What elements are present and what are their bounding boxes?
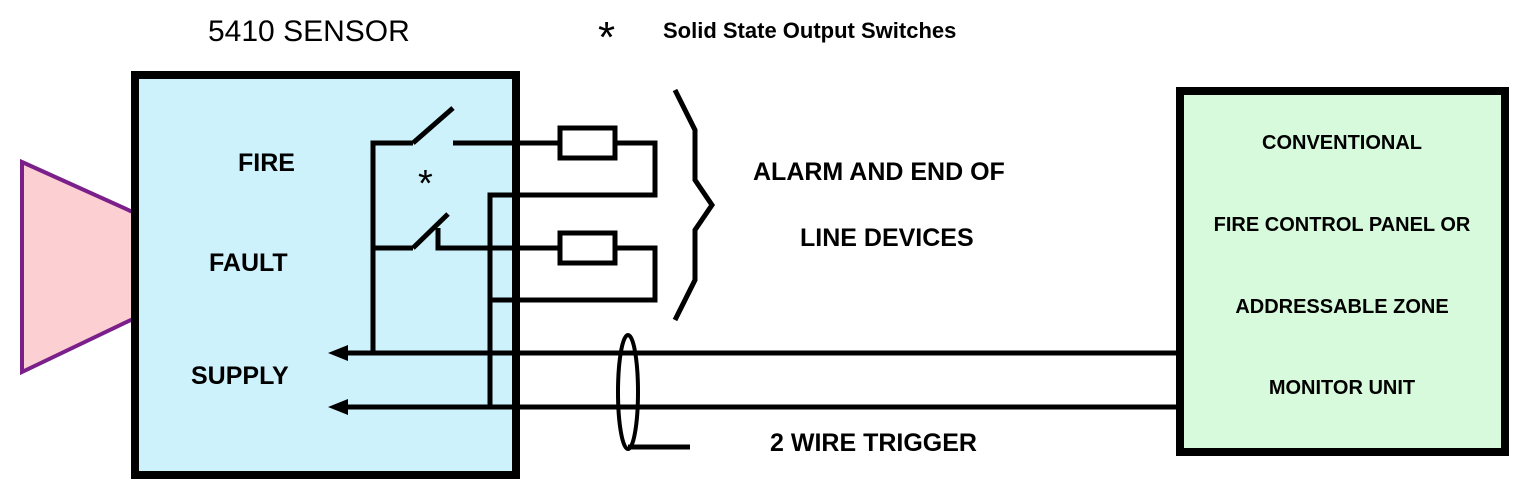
fire-switch-contact [411,106,455,145]
supply-arrow-bottom-icon [328,399,348,415]
panel-line-4: MONITOR UNIT [1269,377,1415,399]
alarm-devices-line-2: LINE DEVICES [800,224,974,252]
legend-asterisk: * [598,13,615,62]
fire-label: FIRE [238,149,295,177]
fire-control-panel-box [1176,87,1509,456]
legend-text: Solid State Output Switches [663,18,956,43]
panel-line-1: CONVENTIONAL [1262,132,1422,154]
alarm-devices-brace [672,88,716,322]
horn-sounder-icon [20,158,137,376]
diagram-title: 5410 SENSOR [208,15,410,48]
fault-switch-contact [411,212,450,250]
trigger-label: 2 WIRE TRIGGER [770,429,977,457]
panel-line-2: FIRE CONTROL PANEL OR [1214,214,1471,236]
fault-output-wire [435,228,558,251]
supply-label: SUPPLY [191,362,289,390]
sensor-box [131,71,520,479]
fault-return-wire [490,245,658,303]
fire-loop-resistor [557,125,618,161]
fault-loop-resistor [557,230,618,266]
return-wire [487,140,658,405]
alarm-devices-line-1: ALARM AND END OF [753,158,1005,186]
switch-common-wire [370,140,413,353]
switch-asterisk: * [418,163,433,205]
fault-label: FAULT [209,249,288,277]
panel-line-3: ADDRESSABLE ZONE [1235,296,1448,318]
supply-arrow-top-icon [328,345,348,361]
